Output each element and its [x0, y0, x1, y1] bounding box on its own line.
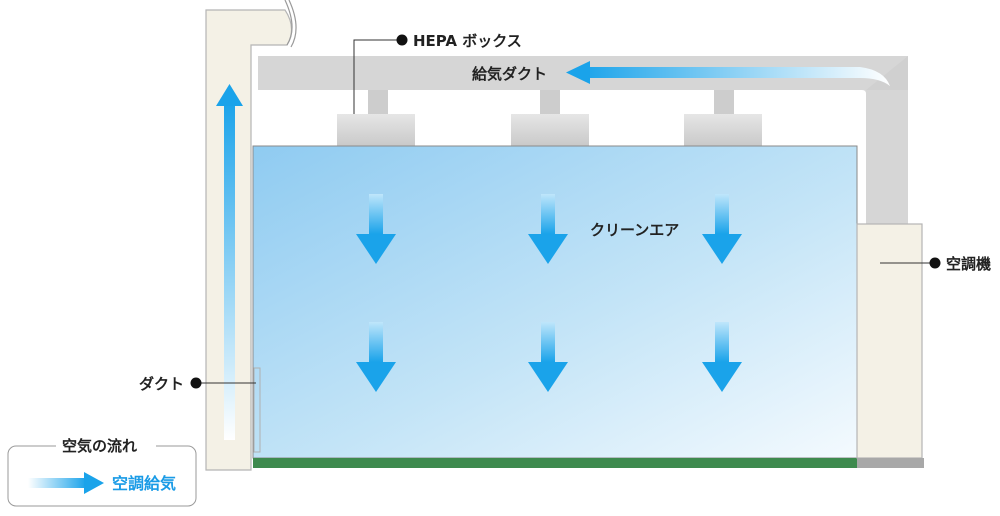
- legend-item-label: 空調給気: [112, 474, 176, 493]
- down-arrow-icon: [356, 322, 396, 392]
- air-conditioner-label: 空調機: [946, 255, 991, 273]
- legend-title: 空気の流れ: [62, 437, 137, 455]
- hepa-callout: HEPA ボックス: [353, 32, 522, 114]
- duct-callout: ダクト: [139, 375, 256, 393]
- down-arrow-icon: [356, 194, 396, 264]
- air-conditioner-callout: 空調機: [880, 255, 991, 273]
- duct-opening: [253, 367, 261, 453]
- air-conditioner-unit: [856, 223, 924, 468]
- down-arrow-icon: [702, 322, 742, 392]
- up-arrow-icon: [216, 84, 243, 440]
- left-arrow-icon: [566, 61, 890, 86]
- duct-label: ダクト: [139, 375, 184, 393]
- down-arrow-icon: [528, 194, 568, 264]
- floor: [253, 458, 857, 468]
- hepa-box-1: [337, 90, 415, 146]
- hepa-box-2: [511, 90, 589, 146]
- down-arrow-icon: [702, 194, 742, 264]
- hepa-box-label: HEPA ボックス: [413, 32, 522, 50]
- hepa-box-3: [684, 90, 762, 146]
- clean-room: [252, 145, 858, 459]
- legend: 空気の流れ 空調給気: [7, 436, 197, 507]
- clean-air-label: クリーンエア: [590, 221, 679, 239]
- down-arrow-icon: [528, 322, 568, 392]
- supply-duct-label: 給気ダクト: [472, 65, 547, 83]
- right-arrow-icon: [28, 472, 104, 494]
